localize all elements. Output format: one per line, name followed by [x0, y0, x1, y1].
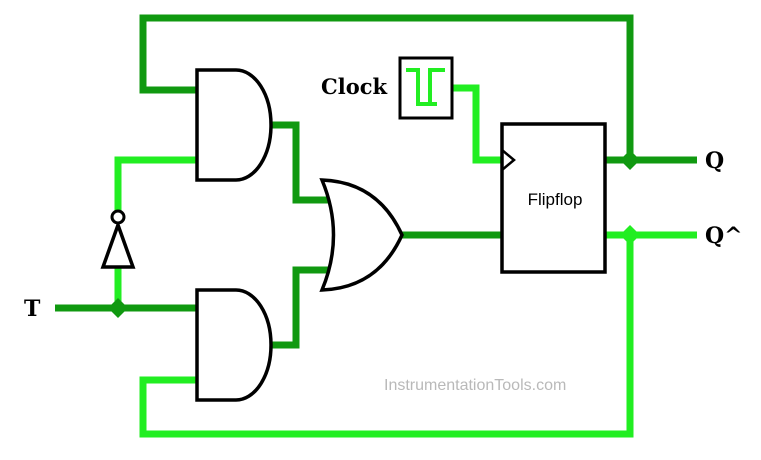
- t-input-label: T: [24, 296, 41, 322]
- junction-q: [620, 150, 640, 170]
- lower-and-gate: [195, 288, 273, 402]
- flipflop-block: Flipflop: [500, 122, 607, 274]
- flipflop-label: Flipflop: [528, 190, 583, 209]
- wire-clock-to-flipflop: [452, 84, 502, 164]
- clock-edge-triangle: [501, 149, 516, 171]
- not-gate: [100, 209, 136, 269]
- wire-lower-and-to-or: [271, 266, 328, 349]
- watermark-text: InstrumentationTools.com: [384, 377, 566, 394]
- junctions: [108, 150, 640, 318]
- wire-not-to-upper-and: [114, 156, 197, 220]
- clock-label: Clock: [321, 74, 387, 99]
- wire-qnot-feedback: [139, 235, 634, 438]
- upper-and-gate: [195, 68, 273, 182]
- or-gate: [319, 178, 404, 292]
- square-wave-icon: [398, 56, 454, 120]
- wire-upper-and-to-or: [271, 121, 328, 204]
- q-not-output-label: Q^: [705, 223, 743, 249]
- junction-qnot: [620, 225, 640, 245]
- wire-q-feedback: [139, 14, 634, 160]
- q-output-label: Q: [705, 148, 724, 174]
- junction-t: [108, 298, 128, 318]
